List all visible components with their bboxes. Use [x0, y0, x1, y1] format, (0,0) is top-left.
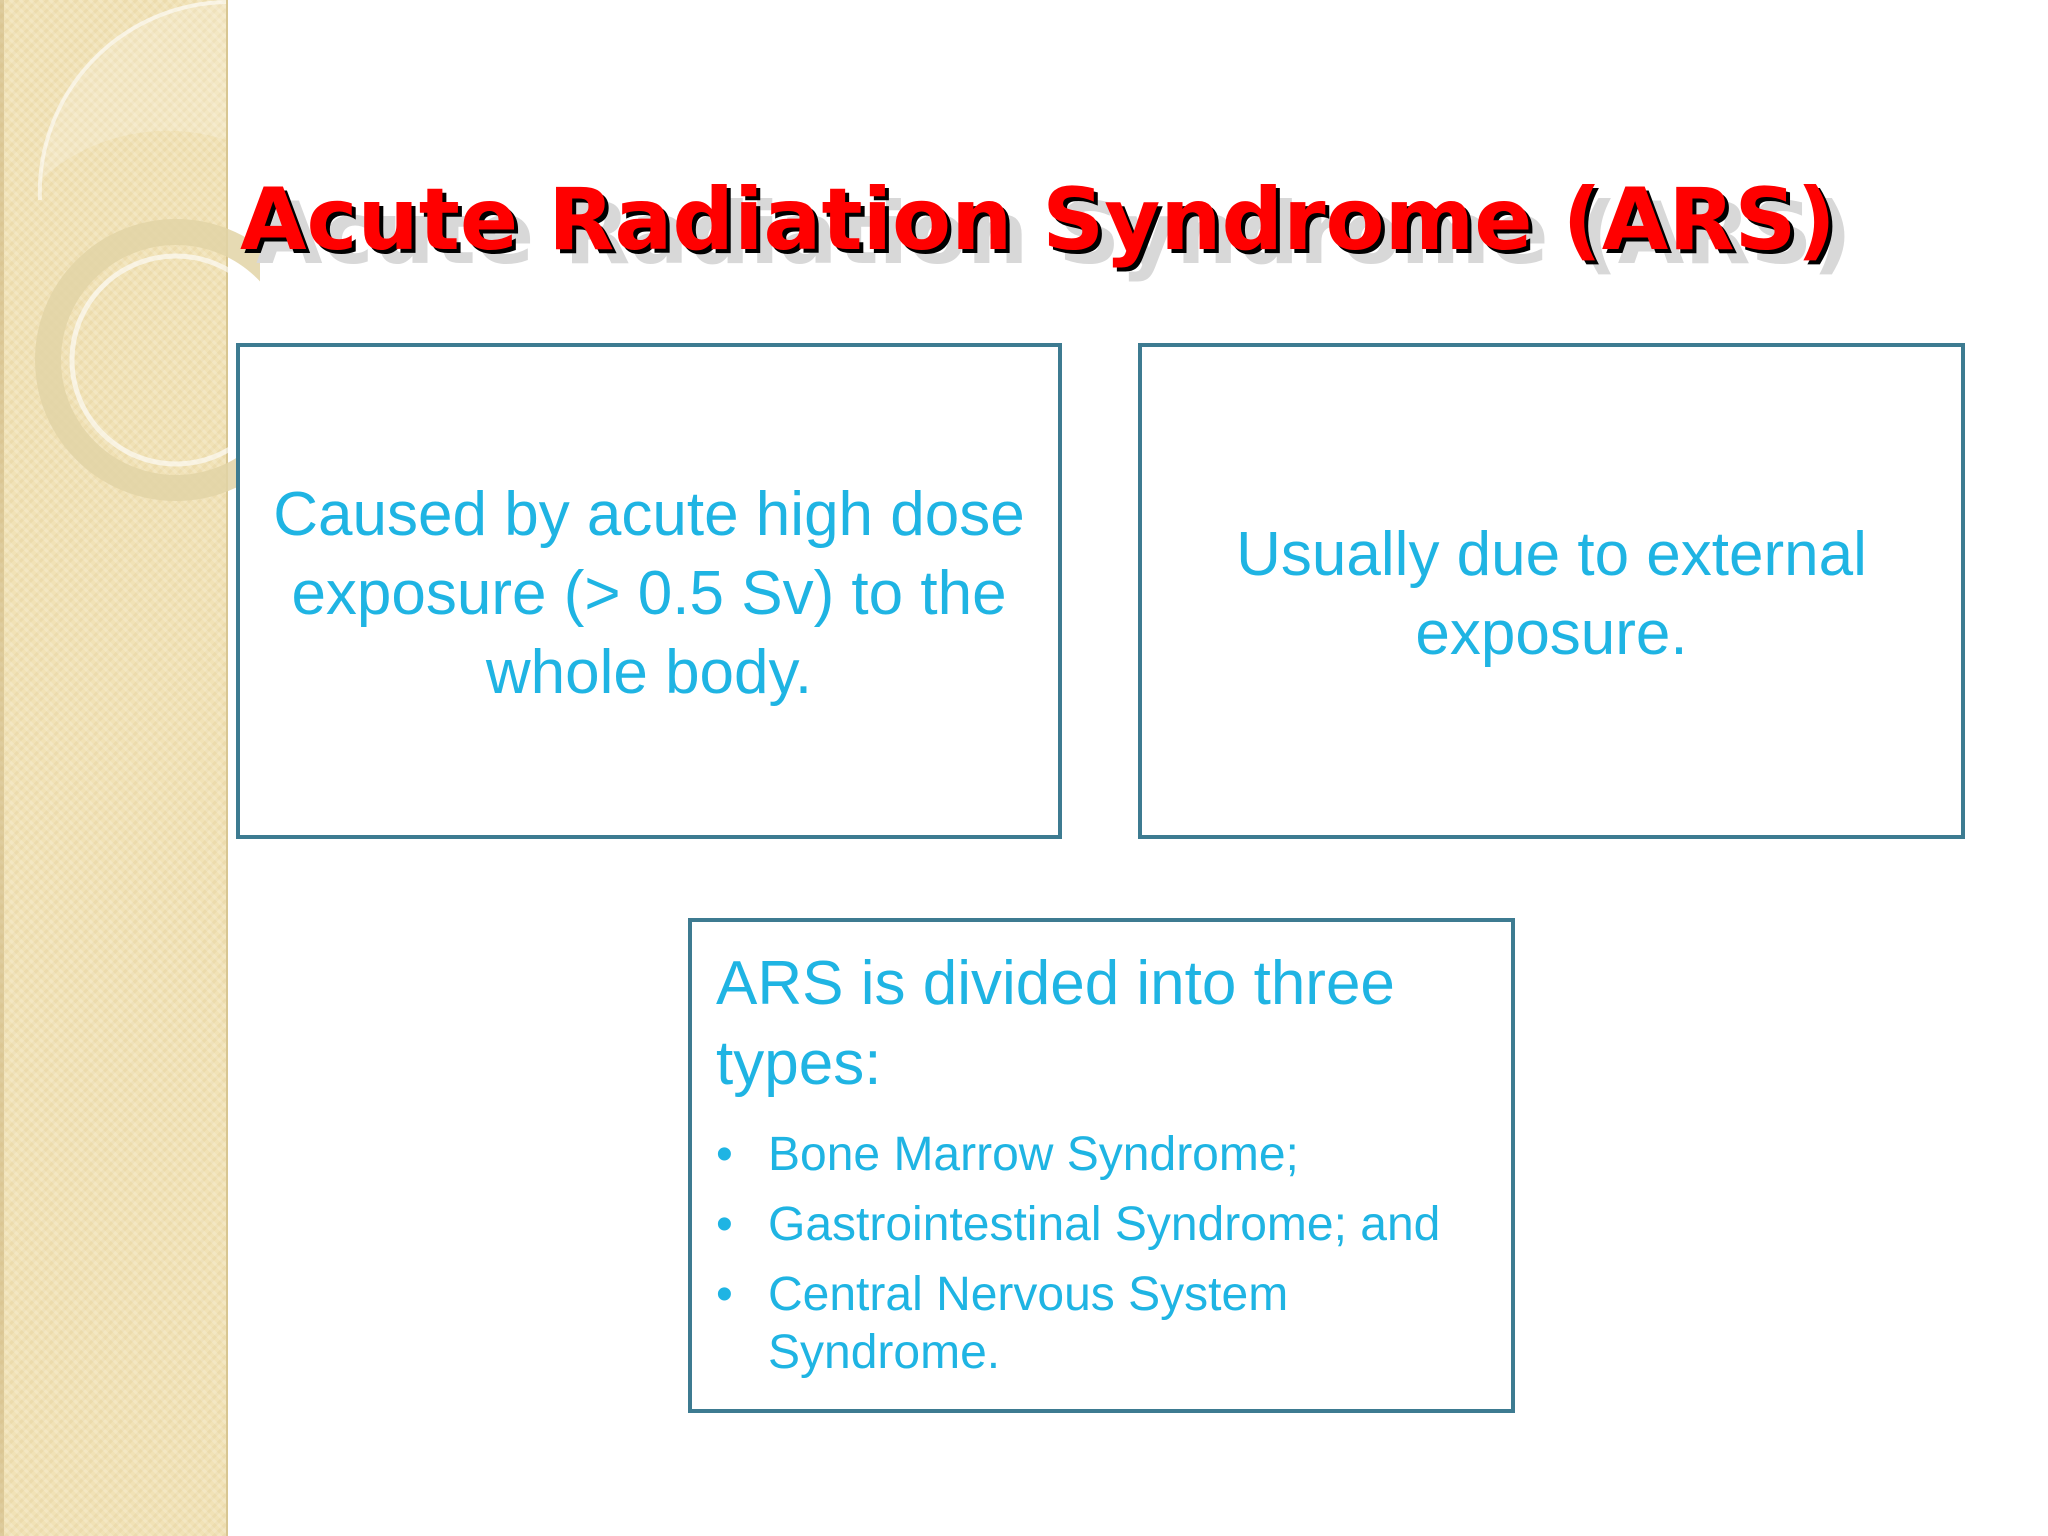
- external-exposure-box: Usually due to external exposure.: [1138, 343, 1965, 839]
- cause-text: Caused by acute high dose exposure (> 0.…: [273, 480, 1025, 707]
- title-reflection: Acute Radiation Syndrome (ARS): [256, 184, 1852, 284]
- list-item: • Central Nervous System Syndrome.: [716, 1266, 1501, 1382]
- bullet-icon: •: [716, 1198, 733, 1251]
- ring-outer: [35, 219, 260, 501]
- bullet-icon: •: [716, 1128, 733, 1181]
- bullet-icon: •: [716, 1268, 733, 1321]
- decorative-rings: [35, 0, 260, 501]
- page-title: Acute Radiation Syndrome (ARS) Acute Rad…: [240, 160, 1940, 300]
- external-exposure-text: Usually due to external exposure.: [1236, 520, 1867, 668]
- title-text: Acute Radiation Syndrome (ARS): [240, 170, 1836, 270]
- ars-types-list: • Bone Marrow Syndrome; • Gastrointestin…: [716, 1126, 1501, 1394]
- ring-inner: [69, 253, 260, 467]
- list-item-text: Gastrointestinal Syndrome; and: [768, 1198, 1441, 1251]
- ars-types-box: ARS is divided into three types: • Bone …: [688, 918, 1515, 1413]
- ars-types-heading: ARS is divided into three types:: [716, 949, 1395, 1098]
- corner-arc: [37, 0, 227, 201]
- list-item: • Gastrointestinal Syndrome; and: [716, 1196, 1501, 1254]
- list-item-text: Bone Marrow Syndrome;: [768, 1128, 1299, 1181]
- corner-arc-fill: [40, 0, 226, 180]
- cause-box: Caused by acute high dose exposure (> 0.…: [236, 343, 1062, 839]
- list-item: • Bone Marrow Syndrome;: [716, 1126, 1501, 1184]
- strip-edge: [0, 0, 4, 1536]
- list-item-text: Central Nervous System Syndrome.: [768, 1268, 1289, 1379]
